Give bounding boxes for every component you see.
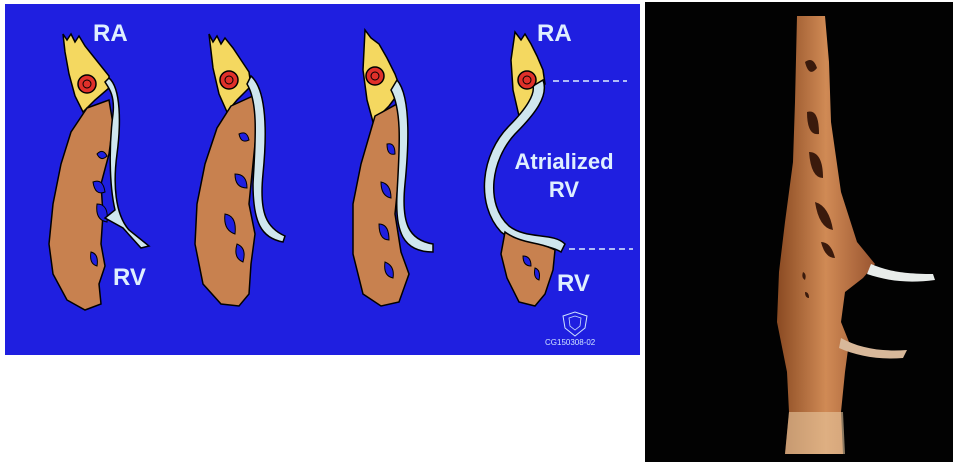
label-rv-left: RV (113, 264, 146, 292)
coronary-artery-icon-1 (78, 75, 96, 93)
label-rv-right: RV (557, 270, 590, 298)
specimen-photo-panel (645, 2, 953, 462)
specimen-photo (645, 2, 953, 462)
figure-code: CG150308-02 (545, 338, 595, 347)
heart-section-2 (195, 34, 285, 306)
specimen-wall (777, 16, 875, 454)
specimen-leaflet-lower (839, 338, 907, 359)
ebstein-diagram-panel: RA RV RA Atrialized RV RV CG150308-02 (5, 4, 640, 355)
label-ra-left: RA (93, 20, 128, 48)
label-ra-right: RA (537, 20, 572, 48)
coronary-artery-icon-3 (366, 67, 384, 85)
label-atrialized-line2: RV (505, 176, 623, 204)
specimen-base (785, 412, 845, 454)
label-atrialized: Atrialized RV (505, 148, 623, 204)
specimen-leaflet-upper (867, 264, 935, 282)
heart-section-3 (353, 30, 433, 306)
valve-leaflet-1 (105, 78, 149, 248)
coronary-artery-icon-4 (518, 71, 536, 89)
label-atrialized-line1: Atrialized (505, 148, 623, 176)
myocardium-1 (49, 100, 113, 310)
mayo-shield-logo (563, 312, 587, 336)
myocardium-2 (195, 96, 257, 306)
coronary-artery-icon-2 (220, 71, 238, 89)
